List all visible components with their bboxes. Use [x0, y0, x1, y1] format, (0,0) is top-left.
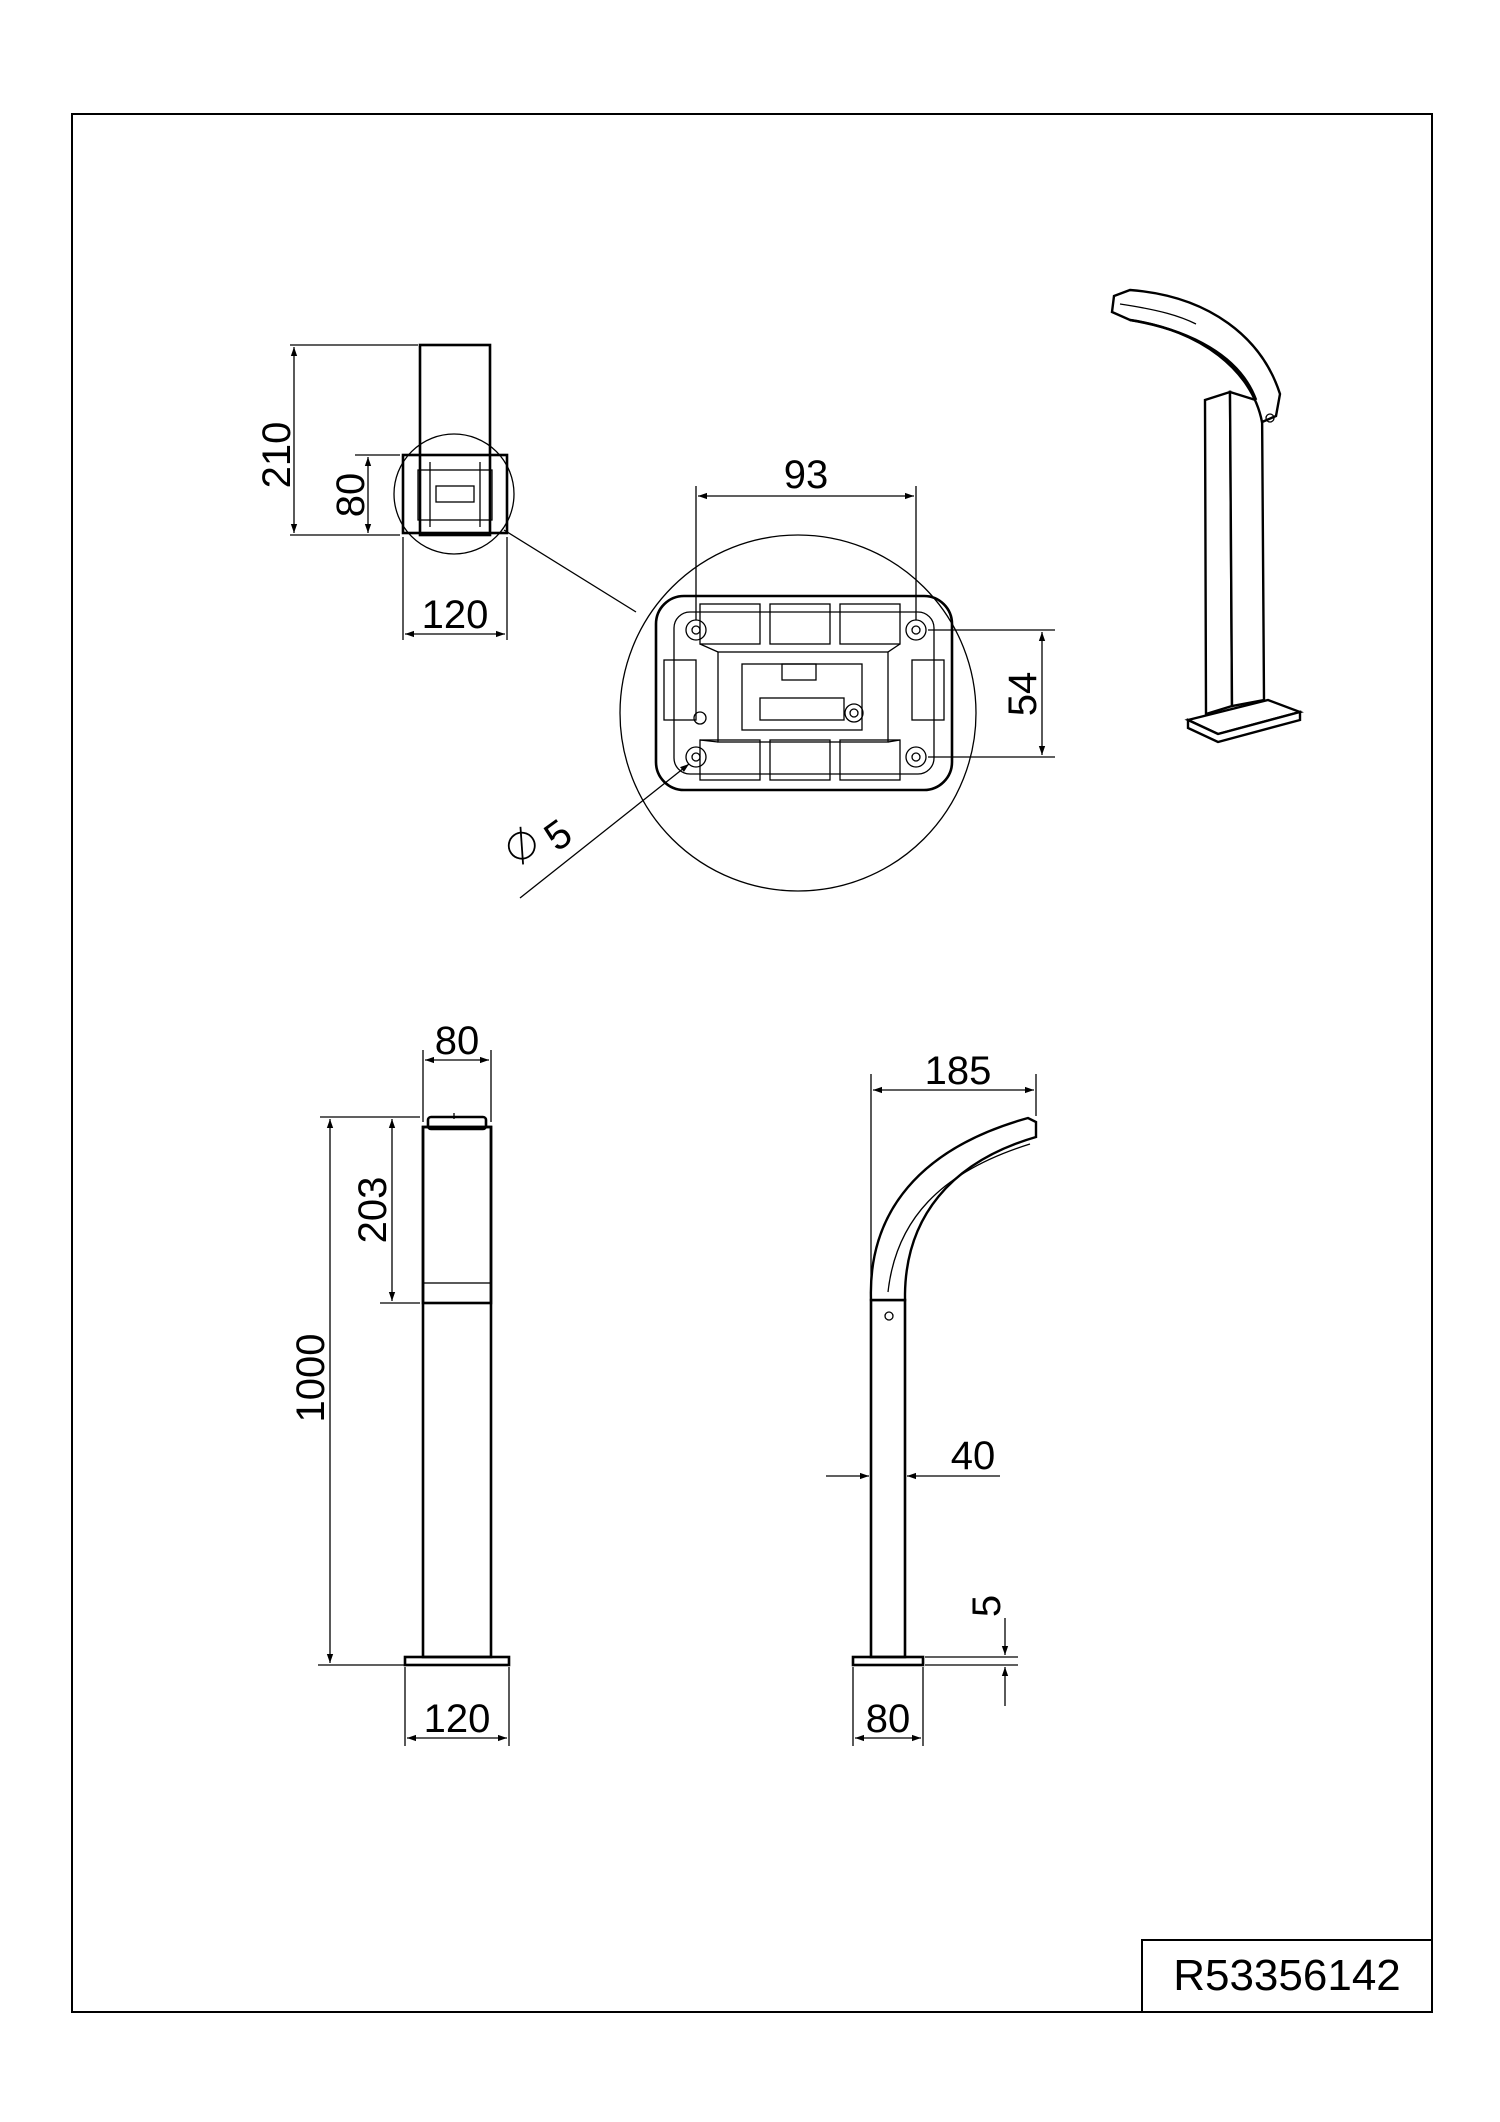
top-view-width-label: 120: [422, 593, 489, 637]
detail-width-label: 93: [784, 453, 829, 497]
side-base-thickness-label: 5: [965, 1595, 1009, 1617]
isometric-view: [1110, 288, 1304, 744]
detail-circle-large: [619, 534, 977, 892]
front-head-height-label: 203: [351, 1177, 395, 1244]
base-plate-underside: [654, 594, 954, 792]
front-top-width-label: 80: [435, 1019, 480, 1063]
detail-view: 93 54 5: [507, 453, 1055, 899]
title-block: R53356142: [1141, 1939, 1433, 2013]
front-view: 80 203 1000 120: [289, 1019, 511, 1746]
detail-circle-small: [393, 433, 515, 555]
side-base-width-label: 80: [866, 1697, 911, 1741]
diameter-symbol: [507, 826, 536, 865]
mounting-hole: [905, 619, 927, 641]
detail-height-label: 54: [1001, 672, 1045, 717]
side-view: 185 40 5 80: [826, 1049, 1038, 1746]
top-view-inner-height-label: 80: [329, 473, 373, 518]
top-view-height-label: 210: [255, 422, 299, 489]
base-plate-front: [403, 1655, 511, 1667]
side-reach-label: 185: [925, 1049, 992, 1093]
pole-front: [421, 1125, 493, 1659]
mounting-hole: [685, 619, 707, 641]
mounting-hole: [905, 746, 927, 768]
drawing-frame: [71, 113, 1433, 2013]
drawing-code: R53356142: [1173, 1951, 1401, 2000]
top-view: 210 80 120: [255, 343, 637, 640]
pole-side: [869, 1298, 907, 1659]
curved-arm: [869, 1116, 1038, 1302]
mounting-hole: [685, 746, 707, 768]
hole-diameter-label: 5: [536, 811, 580, 860]
side-pole-width-label: 40: [951, 1434, 996, 1478]
front-base-width-label: 120: [424, 1697, 491, 1741]
front-total-height-label: 1000: [289, 1334, 333, 1423]
base-plate-side: [851, 1655, 925, 1667]
